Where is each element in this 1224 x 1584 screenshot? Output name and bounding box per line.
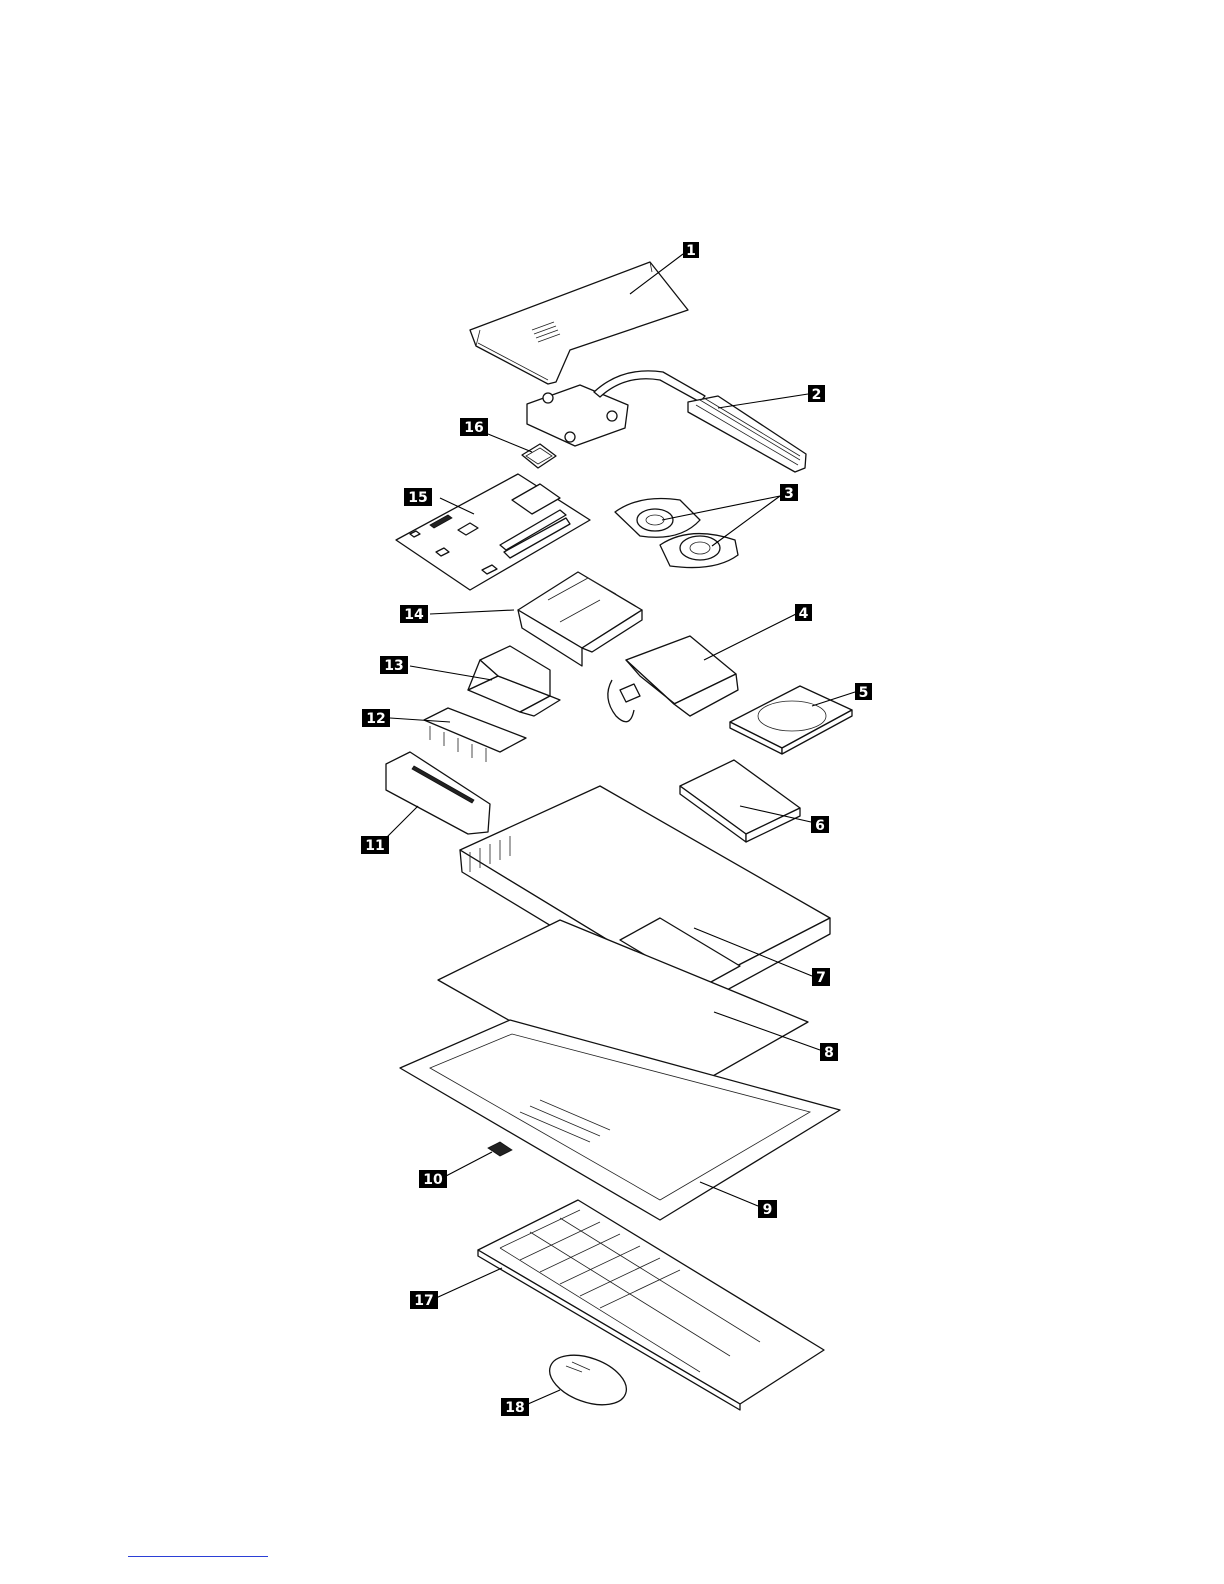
callout-8: 8 bbox=[820, 1043, 838, 1061]
callout-3: 3 bbox=[780, 484, 798, 502]
callout-6-text: 6 bbox=[815, 818, 825, 834]
part-12-connector-bracket bbox=[424, 708, 526, 762]
part-16-cpu bbox=[522, 444, 556, 468]
part-14-bracket bbox=[518, 572, 642, 666]
callout-4-text: 4 bbox=[799, 606, 809, 622]
callout-6: 6 bbox=[811, 816, 829, 834]
part-4-power-supply bbox=[608, 636, 738, 722]
callout-14-text: 14 bbox=[404, 607, 424, 623]
callout-15-text: 15 bbox=[408, 490, 427, 506]
footer-rule bbox=[128, 1556, 268, 1557]
callout-12: 12 bbox=[362, 709, 390, 727]
callout-7-text: 7 bbox=[816, 970, 826, 986]
callout-2-text: 2 bbox=[812, 387, 822, 403]
callout-1: 1 bbox=[683, 242, 699, 259]
callout-2: 2 bbox=[808, 385, 825, 403]
callout-13-text: 13 bbox=[384, 658, 403, 674]
callout-10: 10 bbox=[419, 1170, 447, 1188]
callout-11: 11 bbox=[361, 836, 389, 854]
callout-16: 16 bbox=[460, 418, 488, 436]
part-17-keyboard bbox=[478, 1200, 824, 1410]
callout-16-text: 16 bbox=[464, 420, 483, 436]
callout-5-text: 5 bbox=[859, 685, 869, 701]
part-18-mouse bbox=[543, 1346, 633, 1415]
callout-9-text: 9 bbox=[763, 1202, 773, 1218]
callout-14: 14 bbox=[400, 605, 428, 623]
callout-1-text: 1 bbox=[686, 243, 696, 259]
callout-17: 17 bbox=[410, 1291, 438, 1309]
part-1-cover bbox=[470, 262, 688, 384]
callout-13: 13 bbox=[380, 656, 408, 674]
part-5-hard-disk bbox=[730, 686, 852, 754]
callout-4: 4 bbox=[795, 604, 812, 622]
callout-17-text: 17 bbox=[414, 1293, 433, 1309]
part-9-frame bbox=[400, 1020, 840, 1220]
callout-9: 9 bbox=[758, 1200, 777, 1218]
callout-10-text: 10 bbox=[423, 1172, 443, 1188]
part-6-optical-drive bbox=[680, 760, 800, 842]
part-2-heatsink bbox=[527, 371, 806, 472]
callout-18: 18 bbox=[501, 1398, 529, 1416]
part-13-support bbox=[468, 646, 560, 716]
callout-12-text: 12 bbox=[366, 711, 385, 727]
callout-15: 15 bbox=[404, 488, 432, 506]
part-3-fans bbox=[615, 499, 738, 568]
callout-7: 7 bbox=[812, 968, 830, 986]
callout-18-text: 18 bbox=[505, 1400, 524, 1416]
part-10-small-board bbox=[488, 1142, 512, 1156]
callout-5: 5 bbox=[855, 683, 872, 701]
callout-11-text: 11 bbox=[365, 838, 384, 854]
callout-8-text: 8 bbox=[824, 1045, 834, 1061]
callout-3-text: 3 bbox=[784, 486, 794, 502]
